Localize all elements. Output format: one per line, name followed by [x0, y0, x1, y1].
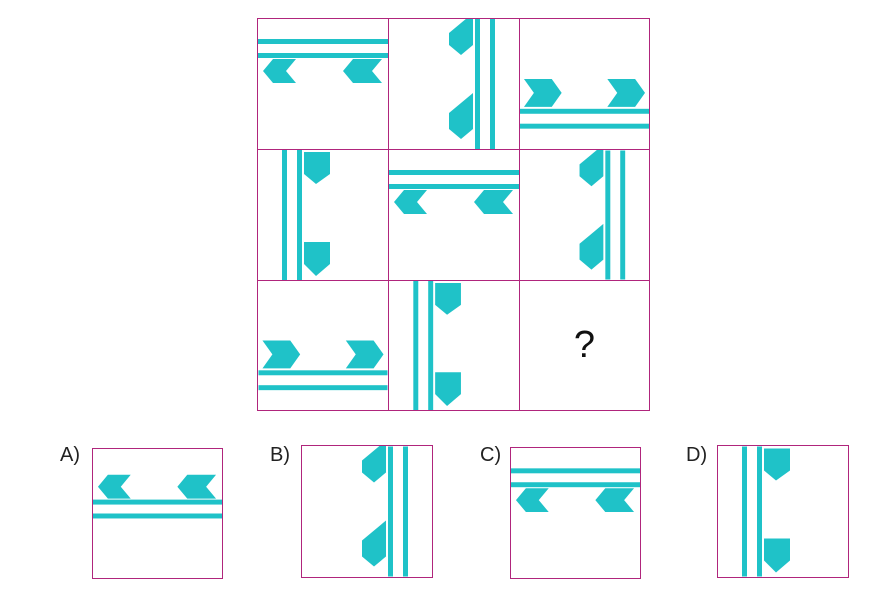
grid-cell-3-1 [257, 280, 389, 411]
option-d[interactable] [717, 445, 849, 578]
option-b-label: B) [270, 444, 290, 466]
pattern-lines-left-arrows-down [282, 150, 330, 280]
pattern-lines-left-arrows-down [413, 281, 461, 410]
pattern-lines-bottom-arrows-right [258, 340, 388, 391]
pattern-lines-right-arrows-up [449, 19, 495, 149]
pattern-lines-top-arrows-left [258, 39, 388, 83]
option-b[interactable] [301, 445, 433, 578]
pattern-lines-bottom-arrows-right [520, 79, 649, 129]
grid-cell-1-1 [257, 18, 389, 150]
grid-cell-2-2 [388, 149, 520, 281]
pattern-option-a [93, 474, 222, 519]
option-a[interactable] [92, 448, 223, 579]
grid-cell-3-3-missing: ? [519, 280, 650, 411]
pattern-lines-right-arrows-up [579, 150, 626, 280]
option-a-label: A) [60, 444, 80, 466]
grid-cell-3-2 [388, 280, 520, 411]
grid-cell-1-3 [519, 18, 650, 150]
grid-cell-1-2 [388, 18, 520, 150]
pattern-option-d [742, 446, 790, 577]
option-d-label: D) [686, 444, 708, 466]
pattern-option-b [362, 446, 408, 577]
question-mark: ? [573, 324, 596, 366]
grid-cell-2-1 [257, 149, 389, 281]
pattern-lines-top-arrows-left [389, 170, 519, 214]
option-c-label: C) [480, 444, 502, 466]
option-c[interactable] [510, 447, 641, 579]
grid-cell-2-3 [519, 149, 650, 281]
pattern-option-c [511, 468, 640, 513]
